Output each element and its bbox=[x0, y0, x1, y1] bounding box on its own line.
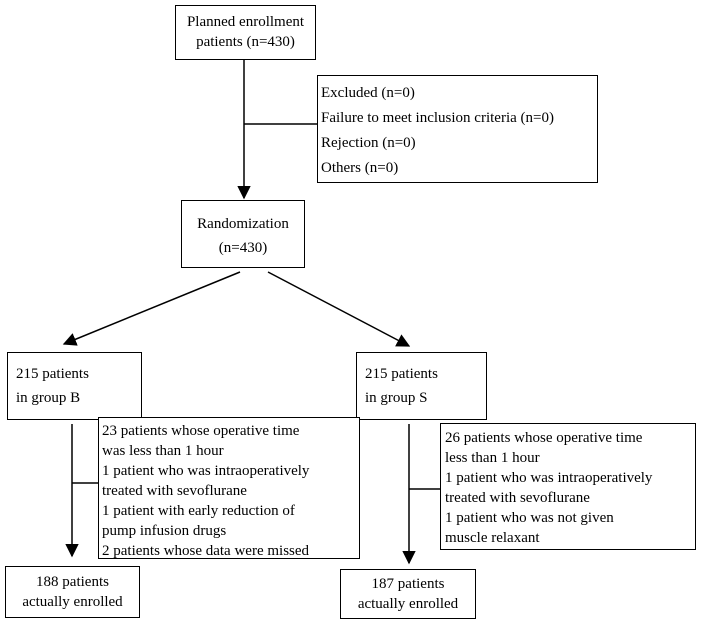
node-planned-enrollment: Planned enrollment patients (n=430) bbox=[175, 5, 316, 60]
node-planned-line-1: Planned enrollment bbox=[186, 14, 305, 30]
node-group-s-line-2: in group S bbox=[365, 390, 428, 406]
node-enrolled-b-line-2: actually enrolled bbox=[22, 594, 123, 610]
node-planned-line-2: patients (n=430) bbox=[196, 34, 295, 50]
node-excluded-line-1: Excluded (n=0) bbox=[321, 85, 415, 101]
node-exclusions-group-b: 23 patients whose operative time was les… bbox=[98, 417, 360, 559]
node-excluded-line-2: Failure to meet inclusion criteria (n=0) bbox=[321, 110, 554, 126]
node-randomization-line-2: (n=430) bbox=[218, 240, 268, 256]
node-excl-s-line-1: 26 patients whose operative time bbox=[445, 430, 643, 446]
node-enrolled-s-line-1: 187 patients bbox=[371, 576, 445, 592]
node-excl-b-line-4: treated with sevoflurane bbox=[102, 483, 247, 499]
node-excl-b-line-7: 2 patients whose data were missed bbox=[102, 543, 310, 559]
node-enrolled-group-b: 188 patients actually enrolled bbox=[5, 566, 140, 618]
node-group-b: 215 patients in group B bbox=[7, 352, 142, 420]
node-excluded: Excluded (n=0) Failure to meet inclusion… bbox=[317, 75, 598, 183]
edge-randomization-to-group-s bbox=[267, 271, 411, 347]
node-excluded-line-4: Others (n=0) bbox=[321, 160, 399, 176]
node-excluded-line-3: Rejection (n=0) bbox=[321, 135, 416, 151]
node-excl-b-line-5: 1 patient with early reduction of bbox=[102, 503, 295, 519]
node-enrolled-b-line-1: 188 patients bbox=[36, 574, 109, 590]
node-group-b-line-1: 215 patients bbox=[16, 366, 89, 382]
node-enrolled-group-s: 187 patients actually enrolled bbox=[340, 569, 476, 619]
node-excl-b-line-3: 1 patient who was intraoperatively bbox=[102, 463, 310, 479]
node-exclusions-group-s: 26 patients whose operative time less th… bbox=[440, 423, 696, 550]
node-excl-b-line-1: 23 patients whose operative time bbox=[102, 423, 300, 439]
node-enrolled-s-line-2: actually enrolled bbox=[357, 596, 459, 612]
node-group-s-line-1: 215 patients bbox=[365, 366, 438, 382]
node-group-b-line-2: in group B bbox=[16, 390, 81, 406]
node-excl-s-line-2: less than 1 hour bbox=[445, 450, 540, 466]
node-excl-s-line-4: treated with sevoflurane bbox=[445, 490, 590, 506]
node-group-s: 215 patients in group S bbox=[356, 352, 487, 420]
node-excl-s-line-5: 1 patient who was not given bbox=[445, 510, 614, 526]
node-excl-b-line-6: pump infusion drugs bbox=[102, 523, 227, 539]
node-randomization: Randomization (n=430) bbox=[181, 200, 305, 268]
node-randomization-line-1: Randomization bbox=[197, 216, 289, 232]
node-excl-s-line-6: muscle relaxant bbox=[445, 530, 540, 546]
node-excl-b-line-2: was less than 1 hour bbox=[102, 443, 224, 459]
node-excl-s-line-3: 1 patient who was intraoperatively bbox=[445, 470, 653, 486]
edge-randomization-to-group-b bbox=[62, 271, 241, 346]
